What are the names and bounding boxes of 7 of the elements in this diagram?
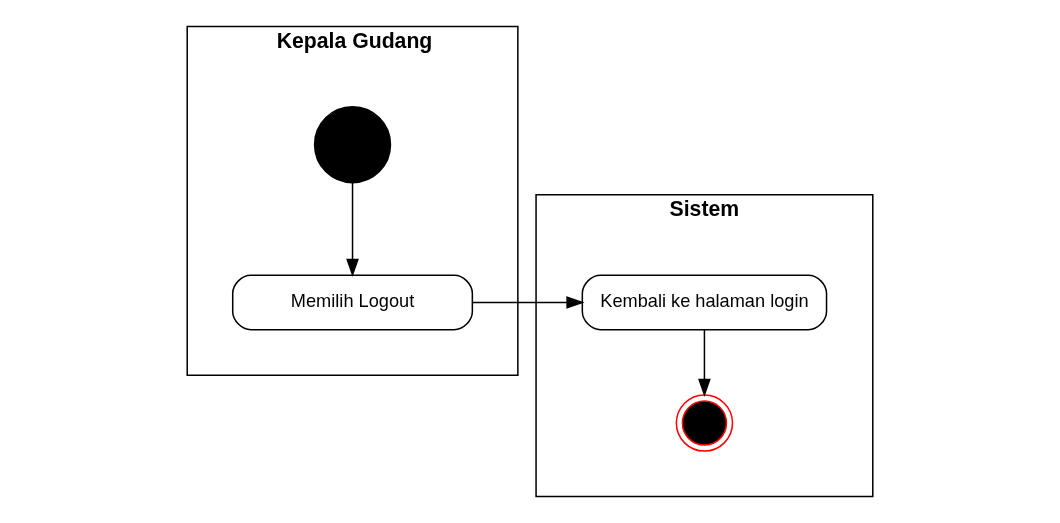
node-box: Kembali ke halaman login — [581, 274, 828, 331]
arrow — [472, 296, 585, 309]
node-circle — [675, 394, 734, 452]
arrow — [346, 182, 359, 277]
node-circle — [313, 106, 392, 184]
arrow — [698, 329, 711, 397]
node-box: Memilih Logout — [231, 274, 474, 331]
